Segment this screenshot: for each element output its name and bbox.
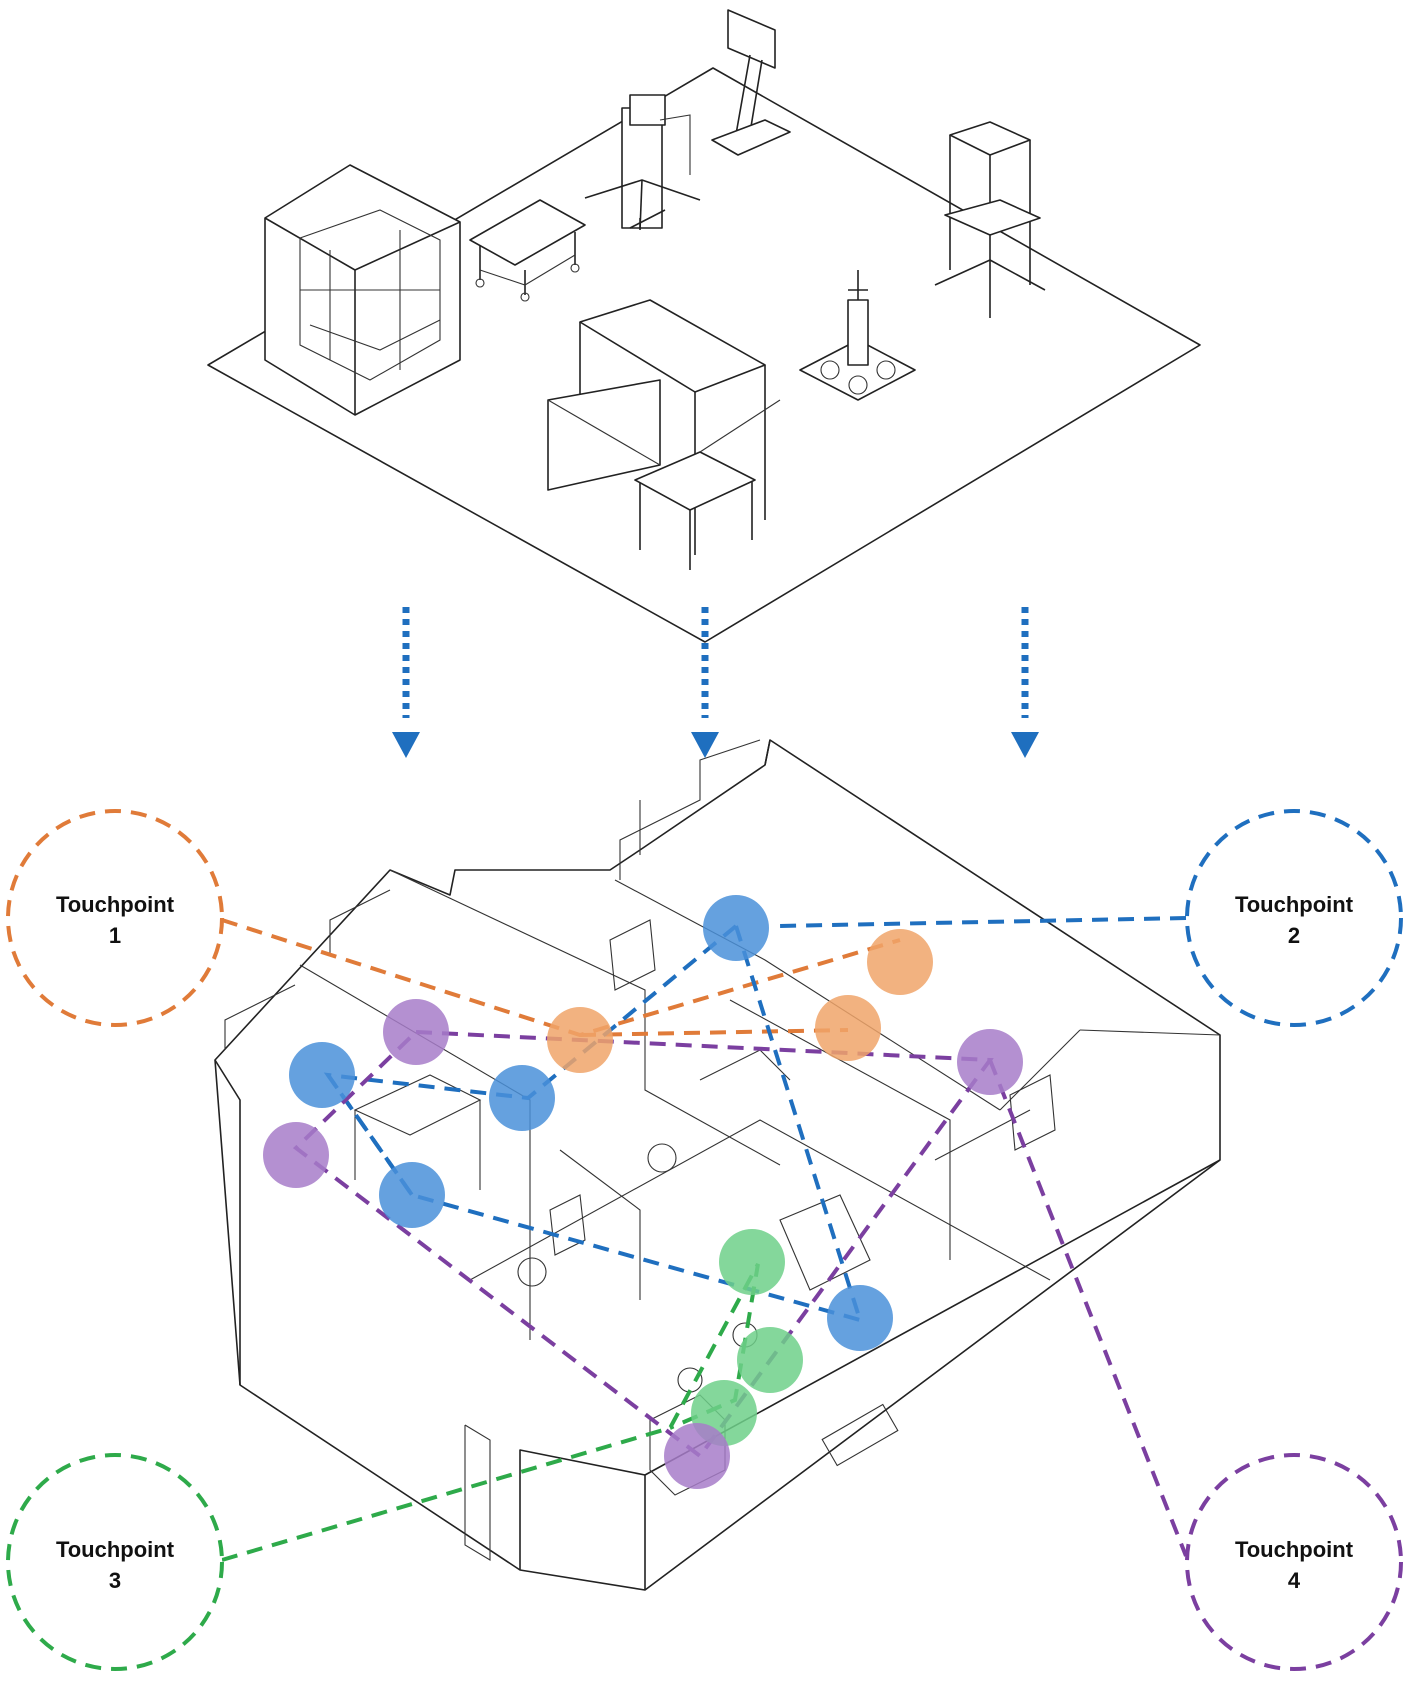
- down-arrow-icon: [392, 607, 420, 758]
- markers-orange: [547, 929, 933, 1073]
- transfer-arrows: [392, 607, 1039, 758]
- markers-purple: [263, 999, 1023, 1489]
- touchpoint-4-number: 4: [1288, 1568, 1301, 1593]
- floor-plan: [214, 739, 1221, 1591]
- touchpoint-3-number: 3: [109, 1568, 121, 1593]
- marker: [719, 1229, 785, 1295]
- marker: [289, 1042, 355, 1108]
- touchpoint-2-number: 2: [1288, 923, 1300, 948]
- marker: [547, 1007, 613, 1073]
- equipment-platform: [207, 9, 1201, 643]
- touchpoint-4: Touchpoint 4: [1185, 1453, 1403, 1671]
- touchpoint-1: Touchpoint 1: [6, 809, 224, 1027]
- stretcher-icon: [469, 199, 586, 302]
- marker: [737, 1327, 803, 1393]
- touchpoint-2: Touchpoint 2: [1185, 809, 1403, 1027]
- down-arrow-icon: [691, 607, 719, 758]
- marker: [815, 995, 881, 1061]
- touchpoint-1-number: 1: [109, 923, 121, 948]
- marker: [489, 1065, 555, 1131]
- marker: [957, 1029, 1023, 1095]
- marker: [379, 1162, 445, 1228]
- connections-touchpoint-4: [292, 1030, 1188, 1557]
- down-arrow-icon: [1011, 607, 1039, 758]
- touchpoint-3: Touchpoint 3: [6, 1453, 224, 1671]
- cart-icon: [934, 121, 1046, 318]
- monitor-stand-icon: [711, 9, 791, 156]
- frame-table-icon: [547, 299, 781, 570]
- touchpoint-3-label: Touchpoint: [56, 1537, 175, 1562]
- markers-blue: [289, 895, 893, 1351]
- marker: [867, 929, 933, 995]
- marker: [383, 999, 449, 1065]
- touchpoint-1-label: Touchpoint: [56, 892, 175, 917]
- marker: [263, 1122, 329, 1188]
- touchpoint-4-label: Touchpoint: [1235, 1537, 1354, 1562]
- pole-icon: [799, 270, 916, 401]
- marker: [664, 1423, 730, 1489]
- equipment-cabinet-icon: [264, 164, 461, 416]
- hoist-stand-icon: [584, 94, 701, 231]
- marker: [703, 895, 769, 961]
- touchpoint-2-label: Touchpoint: [1235, 892, 1354, 917]
- marker: [827, 1285, 893, 1351]
